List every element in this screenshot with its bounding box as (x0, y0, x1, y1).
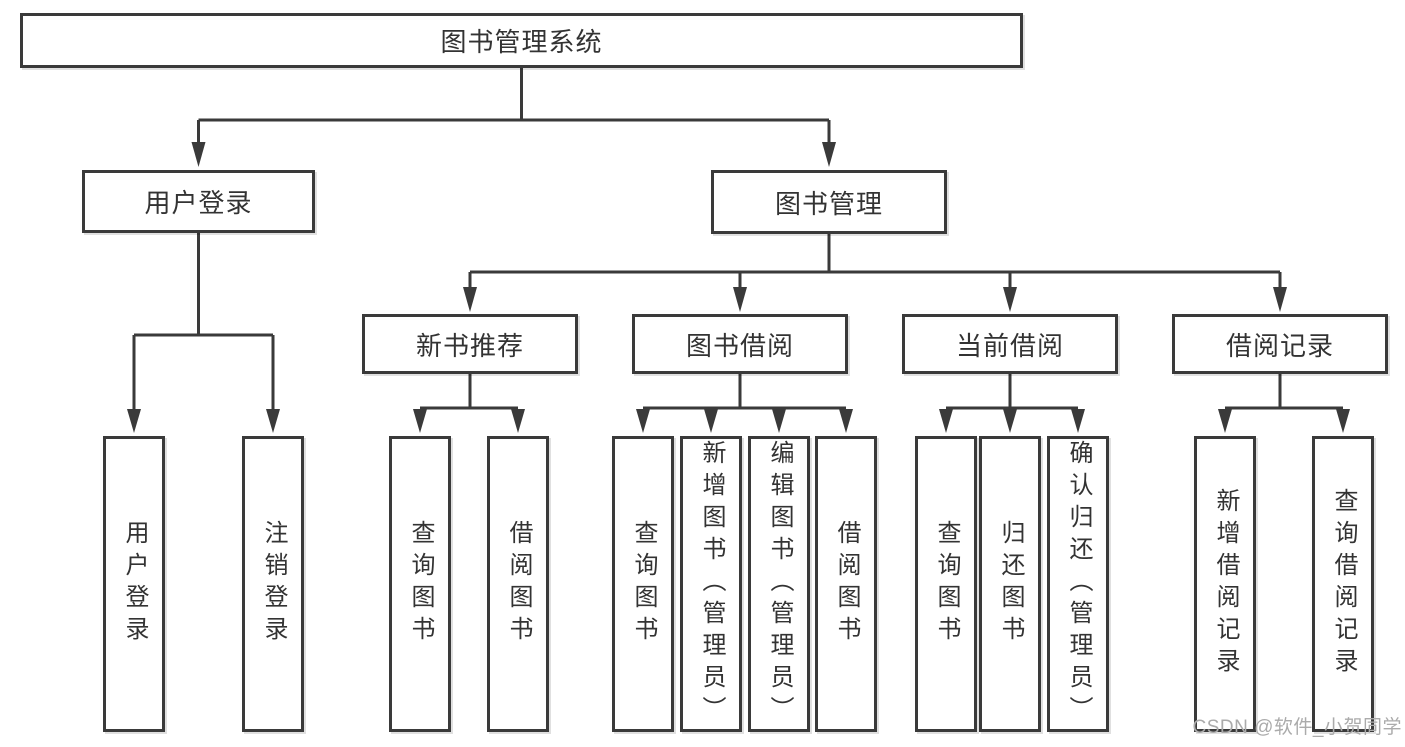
connector-borrow-to-leaves (643, 374, 846, 410)
node-label: 新增图书（管理员） (698, 440, 725, 728)
arrowhead (127, 409, 141, 433)
node-label: 用户登录 (144, 188, 253, 218)
arrowhead (839, 409, 853, 433)
node-borrow-records: 借阅记录 (1172, 314, 1388, 374)
arrowhead (772, 409, 786, 433)
leaf-query-book-borrow: 查询图书 (612, 436, 674, 732)
csdn-watermark: CSDN @软件_小贺同学 (1192, 717, 1402, 738)
connector-records-to-leaves (1225, 374, 1343, 410)
connector-newbook-to-leaves (420, 374, 518, 410)
arrowhead (463, 287, 477, 312)
node-label: 查询借阅记录 (1330, 488, 1357, 680)
arrowhead (822, 142, 836, 167)
connector-bookmgmt-to-level3 (468, 234, 1282, 288)
arrowhead (413, 409, 427, 433)
node-label: 编辑图书（管理员） (766, 440, 793, 728)
node-label: 新增借阅记录 (1212, 488, 1239, 680)
node-label: 新书推荐 (415, 330, 524, 361)
leaf-query-book-current: 查询图书 (915, 436, 977, 732)
arrowhead (733, 287, 747, 312)
arrowhead (636, 409, 650, 433)
leaf-user-login: 用户登录 (103, 436, 165, 732)
node-label: 查询图书 (407, 520, 434, 648)
node-label: 图书借阅 (685, 330, 794, 361)
connector-root-to-level2 (197, 68, 831, 144)
leaf-edit-book-admin: 编辑图书（管理员） (748, 436, 810, 732)
node-label: 借阅记录 (1225, 330, 1334, 361)
arrowhead (1218, 409, 1232, 433)
leaf-add-book-admin: 新增图书（管理员） (680, 436, 742, 732)
arrowhead (1071, 409, 1085, 433)
node-label: 归还图书 (997, 520, 1024, 648)
connector-current-to-leaves (946, 374, 1078, 410)
node-label: 借阅图书 (833, 520, 860, 648)
node-label: 借阅图书 (505, 520, 532, 648)
arrowhead (266, 409, 280, 433)
arrowhead (511, 409, 525, 433)
node-new-book-recommend: 新书推荐 (362, 314, 578, 374)
arrowhead (704, 409, 718, 433)
node-root-system: 图书管理系统 (20, 13, 1023, 68)
arrowhead (1273, 287, 1287, 312)
node-book-management: 图书管理 (711, 170, 947, 234)
connector-userlogin-to-leaves (132, 233, 275, 411)
leaf-borrow-book: 借阅图书 (815, 436, 877, 732)
leaf-confirm-return-admin: 确认归还（管理员） (1047, 436, 1109, 732)
leaf-logout: 注销登录 (242, 436, 304, 732)
node-label: 查询图书 (933, 520, 960, 648)
node-label: 用户登录 (121, 520, 148, 648)
node-label: 图书管理 (774, 188, 883, 219)
arrowhead (191, 142, 206, 167)
arrowhead (1003, 409, 1017, 433)
node-label: 查询图书 (630, 520, 657, 648)
arrowhead (1336, 409, 1350, 433)
node-current-borrow: 当前借阅 (902, 314, 1118, 374)
leaf-query-book-recommend: 查询图书 (389, 436, 451, 732)
node-label: 注销登录 (260, 520, 287, 648)
leaf-query-borrow-record: 查询借阅记录 (1312, 436, 1374, 732)
arrowhead (1003, 287, 1017, 312)
node-label: 当前借阅 (955, 330, 1064, 361)
leaf-borrow-book-recommend: 借阅图书 (487, 436, 549, 732)
leaf-return-book: 归还图书 (979, 436, 1041, 732)
arrowhead (939, 409, 953, 433)
node-book-borrow: 图书借阅 (632, 314, 848, 374)
leaf-add-borrow-record: 新增借阅记录 (1194, 436, 1256, 732)
node-label: 确认归还（管理员） (1065, 440, 1092, 728)
node-user-login: 用户登录 (82, 170, 315, 233)
node-label: 图书管理系统 (440, 27, 603, 57)
